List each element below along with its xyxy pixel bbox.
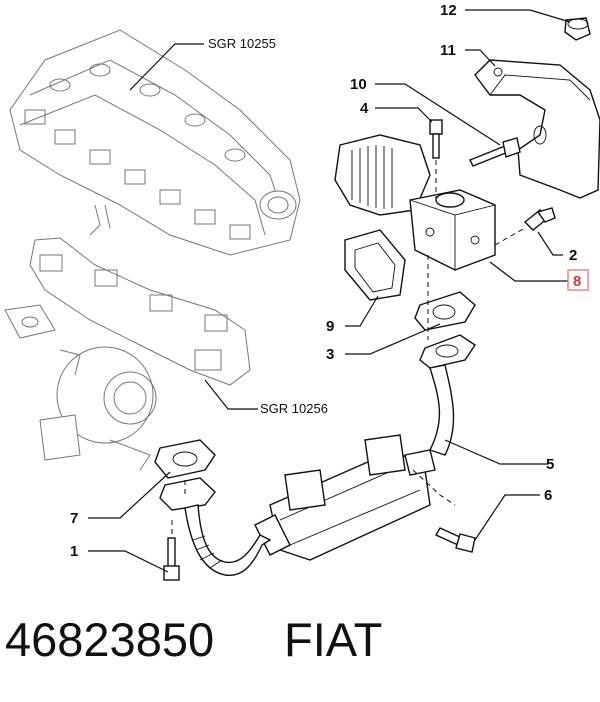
assembly-lines bbox=[171, 160, 526, 538]
part-4-bolt bbox=[429, 119, 443, 159]
leader-lines bbox=[88, 9, 571, 573]
callout-5: 5 bbox=[546, 456, 554, 473]
part-6-bolt bbox=[435, 527, 476, 553]
callout-4: 4 bbox=[360, 100, 369, 117]
exploded-parts-diagram: SGR 10255 SGR 10256 12 11 10 4 2 8 9 3 5… bbox=[4, 2, 600, 581]
callout-10: 10 bbox=[350, 76, 367, 93]
callout-7: 7 bbox=[70, 510, 78, 527]
part-9-gasket bbox=[344, 229, 406, 301]
callout-8: 8 bbox=[573, 273, 581, 290]
callout-2: 2 bbox=[569, 247, 577, 264]
part-11-bracket bbox=[474, 59, 600, 199]
brand-name: FIAT bbox=[284, 613, 383, 666]
part-2-bolt bbox=[523, 207, 556, 231]
callout-8-highlight-box bbox=[567, 269, 589, 291]
ref-label-mid: SGR 10256 bbox=[260, 401, 328, 416]
part-number: 46823850 bbox=[5, 613, 215, 666]
callout-11: 11 bbox=[440, 42, 456, 59]
ref-label-top: SGR 10255 bbox=[208, 36, 276, 51]
inlet-pipe bbox=[159, 477, 272, 576]
part-8-egr-valve bbox=[334, 134, 496, 271]
intake-manifold-context bbox=[9, 29, 301, 256]
part-7-gasket bbox=[154, 439, 216, 479]
callout-6: 6 bbox=[544, 487, 552, 504]
part-10-bolt bbox=[469, 137, 521, 167]
callout-12: 12 bbox=[440, 2, 457, 19]
part-1-bolt bbox=[163, 537, 180, 581]
egr-cooler bbox=[254, 434, 436, 561]
callout-1: 1 bbox=[70, 543, 78, 560]
part-12-cap bbox=[564, 17, 591, 41]
part-3-gasket bbox=[414, 291, 476, 331]
part-5-pipe bbox=[419, 334, 476, 456]
callout-9: 9 bbox=[326, 318, 334, 335]
footer: 46823850 FIAT bbox=[0, 612, 600, 682]
exhaust-manifold-context bbox=[4, 237, 251, 471]
callout-3: 3 bbox=[326, 346, 334, 363]
